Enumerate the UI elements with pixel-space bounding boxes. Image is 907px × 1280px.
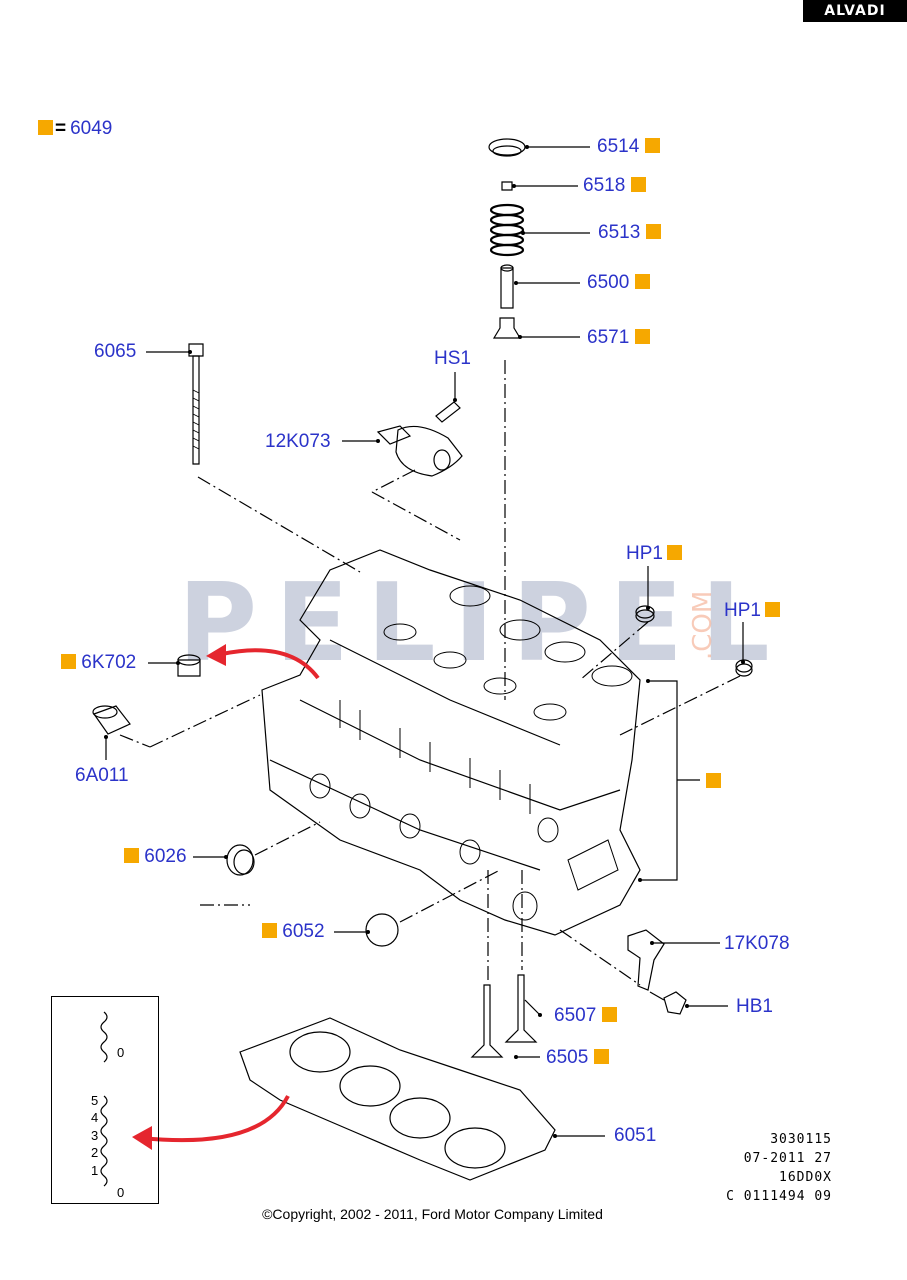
marker-icon: [630, 177, 646, 192]
part-number: 6571: [587, 327, 630, 348]
grade-top: 0: [117, 1045, 125, 1060]
part-number: 6507: [554, 1005, 597, 1026]
label-6052[interactable]: 6052: [262, 921, 325, 943]
marker-icon: [634, 274, 650, 289]
reference-line: 3030115: [770, 1132, 832, 1147]
part-number: 6065: [94, 341, 137, 362]
marker-icon: [262, 923, 277, 938]
label-group-marker: [706, 771, 721, 793]
label-6065[interactable]: 6065: [94, 341, 136, 363]
marker-icon: [601, 1007, 617, 1022]
label-hb1[interactable]: HB1: [736, 996, 773, 1018]
label-6505[interactable]: 6505: [546, 1047, 609, 1069]
grade-label: 5: [91, 1093, 99, 1108]
legend: =6049: [38, 118, 112, 140]
marker-icon: [124, 848, 139, 863]
part-number: 6500: [587, 272, 630, 293]
part-number: 17K078: [724, 933, 790, 954]
part-number: 6505: [546, 1047, 589, 1068]
watermark: PELIPEL: [178, 561, 788, 686]
grade-label: 3: [91, 1128, 99, 1143]
label-6051[interactable]: 6051: [614, 1125, 656, 1147]
legend-part: 6049: [70, 118, 113, 139]
marker-icon: [764, 602, 780, 617]
label-6507[interactable]: 6507: [554, 1005, 617, 1027]
part-number: 12K073: [265, 431, 331, 452]
part-number: HB1: [736, 996, 773, 1017]
marker-icon: [38, 120, 53, 135]
label-hp1-lower[interactable]: HP1: [724, 600, 780, 622]
label-6518[interactable]: 6518: [583, 175, 646, 197]
label-6513[interactable]: 6513: [598, 222, 661, 244]
label-6500[interactable]: 6500: [587, 272, 650, 294]
grade-label: 1: [91, 1163, 99, 1178]
grade-bottom: 0: [117, 1185, 125, 1200]
legend-equals: =: [55, 118, 67, 139]
label-hp1-upper[interactable]: HP1: [626, 543, 682, 565]
brand-badge: ALVADI: [803, 0, 907, 22]
part-number: 6A011: [75, 765, 129, 786]
part-number: HS1: [434, 348, 471, 369]
label-6a011[interactable]: 6A011: [75, 765, 129, 787]
grade-label: 2: [91, 1145, 99, 1160]
copyright: ©Copyright, 2002 - 2011, Ford Motor Comp…: [262, 1206, 603, 1222]
part-number: 6026: [144, 846, 187, 867]
part-number: HP1: [724, 600, 761, 621]
grade-label: 4: [91, 1110, 99, 1125]
part-number: 6513: [598, 222, 641, 243]
part-number: 6514: [597, 136, 640, 157]
label-hs1[interactable]: HS1: [434, 348, 471, 370]
part-number: 6518: [583, 175, 626, 196]
reference-block: 3030115 07-2011 27 16DD0X C 0111494 09: [716, 1130, 832, 1206]
label-6514[interactable]: 6514: [597, 136, 660, 158]
marker-icon: [666, 545, 682, 560]
label-6k702[interactable]: 6K702: [61, 652, 136, 674]
part-number: 6052: [282, 921, 325, 942]
label-17k078[interactable]: 17K078: [724, 933, 790, 955]
marker-icon: [593, 1049, 609, 1064]
marker-icon: [644, 138, 660, 153]
marker-icon: [634, 329, 650, 344]
reference-line: C 0111494 09: [726, 1189, 832, 1204]
part-number: 6051: [614, 1125, 657, 1146]
part-number: 6K702: [81, 652, 137, 673]
label-12k073[interactable]: 12K073: [265, 431, 331, 453]
reference-line: 07-2011 27: [743, 1151, 832, 1166]
reference-line: 16DD0X: [779, 1170, 832, 1185]
part-number: HP1: [626, 543, 663, 564]
marker-icon: [61, 654, 76, 669]
label-6026[interactable]: 6026: [124, 846, 187, 868]
marker-icon: [706, 773, 721, 788]
marker-icon: [645, 224, 661, 239]
gasket-grade-scale: 0 5 4 3 2 1 0: [51, 996, 159, 1204]
label-6571[interactable]: 6571: [587, 327, 650, 349]
